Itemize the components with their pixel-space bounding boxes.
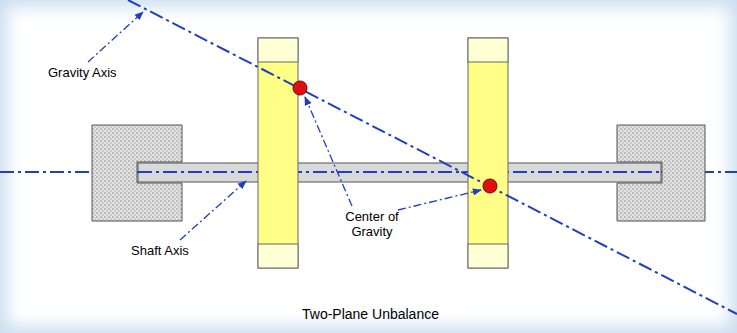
gravity-axis-line bbox=[128, 0, 737, 314]
figure-caption: Two-Plane Unbalance bbox=[302, 307, 439, 322]
center-of-gravity-dot bbox=[483, 179, 497, 193]
leader-line bbox=[398, 190, 481, 210]
leader-line bbox=[88, 12, 143, 62]
shaft-axis-line bbox=[138, 171, 661, 173]
leader-line bbox=[305, 97, 352, 206]
leader-line bbox=[180, 181, 246, 240]
callout-label: Center of Gravity bbox=[330, 209, 414, 239]
right-disk bbox=[468, 38, 508, 268]
left-disk bbox=[258, 38, 298, 268]
axis-label: Shaft Axis bbox=[131, 243, 189, 258]
shaft bbox=[138, 163, 661, 182]
axis-label: Gravity Axis bbox=[48, 65, 117, 80]
center-of-gravity-dot bbox=[293, 81, 307, 95]
